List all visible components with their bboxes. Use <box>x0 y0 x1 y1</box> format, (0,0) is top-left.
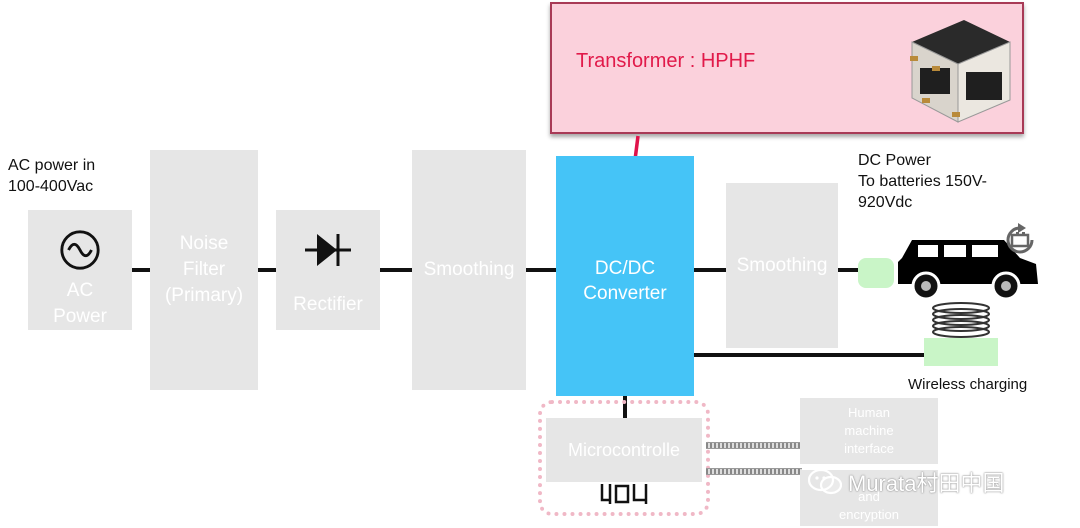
wire-dcdc-to-micro <box>623 396 627 418</box>
dcdc-line2: Converter <box>583 283 667 304</box>
bus-link-security <box>706 468 802 475</box>
chip-icon <box>600 484 648 504</box>
dc-output-line2: To batteries 150V- <box>858 173 987 190</box>
hmi-line2: machine <box>844 423 894 438</box>
dc-output-line3: 920Vdc <box>858 194 913 211</box>
ac-source-icon <box>60 230 100 270</box>
noise-filter-block: Noise Filter (Primary) <box>150 150 258 390</box>
wireless-charging-label: Wireless charging <box>908 376 1028 393</box>
smoothing-block-secondary: Smoothing <box>726 183 838 348</box>
bus-link-hmi <box>706 442 802 449</box>
ac-input-label: AC power in 100-400Vac <box>8 155 95 197</box>
charging-connector <box>858 258 894 288</box>
transformer-component-image <box>910 20 1011 123</box>
ac-power-line2: Power <box>53 306 107 327</box>
smoothing-secondary-label: Smoothing <box>736 254 828 276</box>
wire-dcdc-to-smoothing2 <box>694 268 726 272</box>
hmi-line1: Human <box>848 405 890 420</box>
hmi-line3: interface <box>844 441 894 456</box>
vehicle-icon <box>898 240 1038 301</box>
ac-input-line1: AC power in <box>8 157 96 174</box>
microcontroller-block: Microcontrolle <box>546 418 702 482</box>
watermark-text: Murata村田中国 <box>848 471 1005 496</box>
battery-charging-icon <box>1006 223 1034 254</box>
noise-filter-line3: (Primary) <box>164 285 244 306</box>
ac-power-line1: AC <box>66 280 94 301</box>
dc-output-line1: DC Power <box>858 152 931 169</box>
transformer-title: Transformer : HPHF <box>576 50 756 72</box>
microcontroller-highlight <box>538 400 710 516</box>
noise-filter-line2: Filter <box>182 259 226 280</box>
ac-power-block: AC Power <box>28 210 132 330</box>
wechat-icon <box>808 468 842 495</box>
wire-dcdc-to-wireless <box>694 353 926 357</box>
wireless-coil-icon <box>932 302 990 338</box>
wireless-pad <box>924 338 998 366</box>
noise-filter-line1: Noise <box>179 233 229 254</box>
rectifier-label: Rectifier <box>293 294 363 315</box>
wire-ac-to-filter <box>132 268 150 272</box>
microcontroller-label: Microcontrolle <box>567 440 681 460</box>
hmi-block: Human machine interface <box>800 398 938 464</box>
rectifier-block: Rectifier <box>276 210 380 330</box>
wire-filter-to-rectifier <box>258 268 276 272</box>
watermark: Murata村田中国 <box>808 466 1004 498</box>
wire-smoothing-to-dcdc <box>526 268 556 272</box>
security-block: and encryption <box>800 470 938 526</box>
wire-rectifier-to-smoothing <box>380 268 412 272</box>
security-line1: and <box>858 489 880 504</box>
smoothing-block-primary: Smoothing <box>412 150 526 390</box>
dc-output-label: DC Power To batteries 150V- 920Vdc <box>858 150 987 213</box>
dcdc-converter-block: DC/DC Converter <box>556 156 694 396</box>
dcdc-line1: DC/DC <box>594 258 656 279</box>
ac-input-line2: 100-400Vac <box>8 178 94 195</box>
transformer-callout: Transformer : HPHF <box>550 2 1024 134</box>
security-line2: encryption <box>839 507 899 522</box>
smoothing-primary-label: Smoothing <box>423 259 515 280</box>
diode-icon <box>305 234 351 266</box>
wire-smoothing2-to-output <box>838 268 860 272</box>
